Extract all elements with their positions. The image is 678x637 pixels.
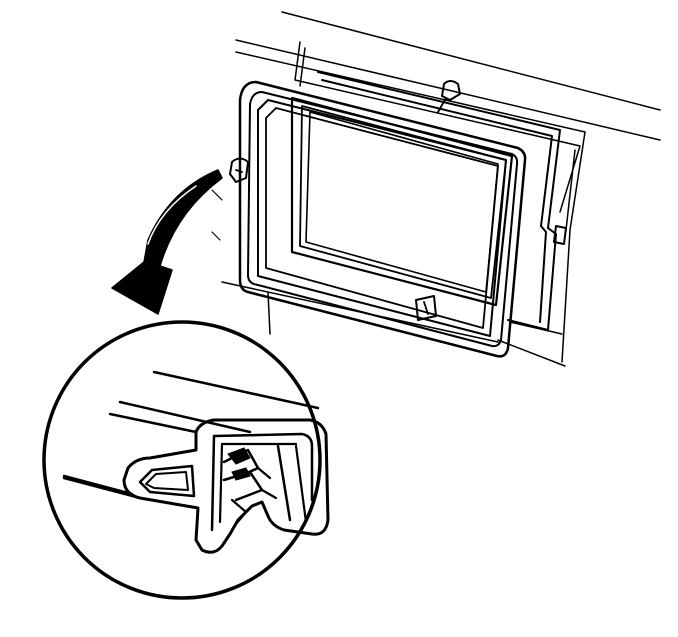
retaining-clips xyxy=(229,80,567,321)
glass-opening xyxy=(290,96,514,307)
door-opening xyxy=(317,71,561,331)
detail-magnifier xyxy=(42,320,322,600)
window-frame xyxy=(238,80,527,358)
callout-arrow xyxy=(111,169,223,315)
seal-cross-section xyxy=(62,370,330,554)
